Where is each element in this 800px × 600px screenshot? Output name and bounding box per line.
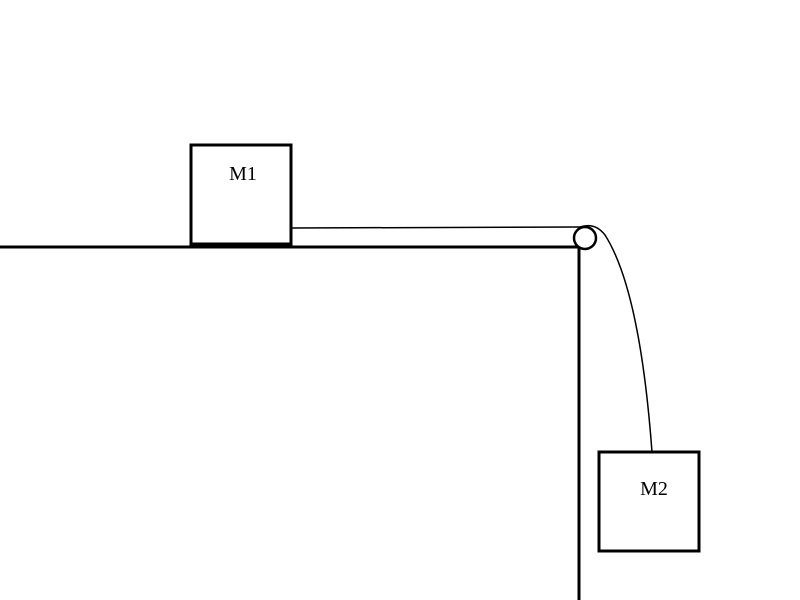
block-m2: M2 [597, 450, 701, 553]
string-vertical [579, 224, 653, 453]
pulley [572, 225, 598, 251]
block-m1: M1 [189, 143, 293, 247]
string-horizontal [290, 226, 581, 229]
m1-label: M1 [229, 163, 257, 185]
m2-label: M2 [640, 478, 668, 500]
